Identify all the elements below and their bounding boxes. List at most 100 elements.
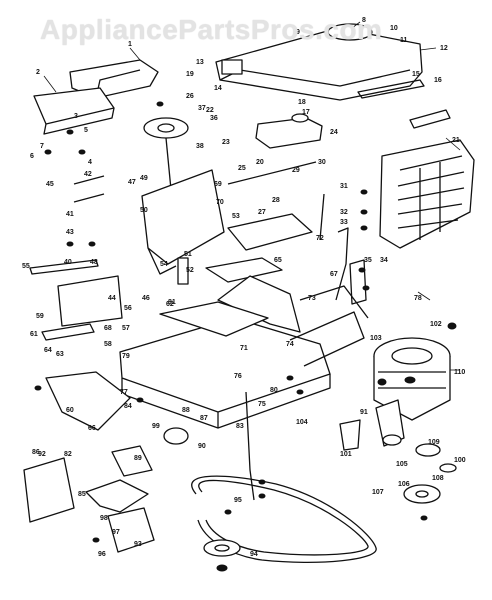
part-label: 101	[340, 451, 352, 458]
part-label: 68	[104, 325, 112, 332]
part-label: 45	[46, 181, 54, 188]
engine-pulleys	[403, 443, 457, 504]
part-label: 38	[196, 143, 204, 150]
part-label: 32	[340, 209, 348, 216]
part-label: 60	[66, 407, 74, 414]
part-label: 106	[398, 481, 410, 488]
part-label: 13	[196, 59, 204, 66]
part-label: 53	[232, 213, 240, 220]
part-label: 76	[234, 373, 242, 380]
part-label: 93	[134, 541, 142, 548]
part-label: 28	[272, 197, 280, 204]
part-label: 103	[370, 335, 382, 342]
rear-brackets	[23, 445, 155, 553]
part-label: 15	[412, 71, 420, 78]
part-label: 20	[256, 159, 264, 166]
part-label: 69	[214, 181, 222, 188]
part-label: 59	[36, 313, 44, 320]
part-label: 75	[258, 401, 266, 408]
part-label: 47	[128, 179, 136, 186]
part-label: 62	[166, 301, 174, 308]
part-label: 40	[64, 259, 72, 266]
part-label: 78	[414, 295, 422, 302]
part-label: 95	[234, 497, 242, 504]
part-label: 4	[88, 159, 92, 166]
brake-assembly	[163, 391, 361, 501]
seat	[33, 59, 159, 135]
part-label: 99	[152, 423, 160, 430]
watermark-text: AppliancePartsPros.com	[40, 14, 383, 45]
part-label: 92	[38, 451, 46, 458]
part-label: 10	[390, 25, 398, 32]
part-label: 97	[112, 529, 120, 536]
part-label: 23	[222, 139, 230, 146]
part-label: 88	[182, 407, 190, 414]
part-label: 63	[56, 351, 64, 358]
part-label: 55	[22, 263, 30, 270]
part-label: 52	[186, 267, 194, 274]
part-label: 19	[186, 71, 194, 78]
part-label: 56	[124, 305, 132, 312]
part-label: 33	[340, 219, 348, 226]
part-label: 35	[364, 257, 372, 264]
part-label: 18	[298, 99, 306, 106]
part-label: 14	[214, 85, 222, 92]
part-label: 102	[430, 321, 442, 328]
part-label: 83	[236, 423, 244, 430]
part-label: 34	[380, 257, 388, 264]
part-label: 30	[318, 159, 326, 166]
part-label: 86	[32, 449, 40, 456]
part-label: 41	[66, 211, 74, 218]
part-label: 74	[286, 341, 294, 348]
part-label: 80	[270, 387, 278, 394]
part-label: 17	[302, 109, 310, 116]
part-label: 77	[120, 389, 128, 396]
part-label: 37	[198, 105, 206, 112]
part-label: 22	[206, 107, 214, 114]
part-label: 66	[88, 425, 96, 432]
part-label: 87	[200, 415, 208, 422]
grille	[379, 109, 475, 249]
part-label: 70	[216, 199, 224, 206]
part-label: 108	[432, 475, 444, 482]
part-label: 3	[74, 113, 78, 120]
muffler	[375, 399, 405, 447]
part-label: 24	[330, 129, 338, 136]
part-label: 91	[360, 409, 368, 416]
part-label: 43	[66, 229, 74, 236]
part-label: 25	[238, 165, 246, 172]
frame	[119, 301, 365, 429]
part-label: 105	[396, 461, 408, 468]
part-label: 84	[124, 403, 132, 410]
hood	[215, 23, 425, 101]
part-label: 98	[100, 515, 108, 522]
part-label: 44	[108, 295, 116, 302]
leader-lines	[43, 21, 461, 371]
part-label: 67	[330, 271, 338, 278]
part-label: 104	[296, 419, 308, 426]
fuel-tank	[255, 113, 323, 149]
part-label: 21	[452, 137, 460, 144]
shift-lever	[299, 227, 369, 319]
part-label: 42	[84, 171, 92, 178]
part-number-callouts: 1 2 3 4 5 6 7 8 9 10 11 12 13 14 15 16 1…	[22, 17, 466, 558]
part-label: 110	[454, 369, 465, 376]
part-label: 94	[250, 551, 258, 558]
part-label: 57	[122, 325, 130, 332]
drive-belt	[191, 475, 377, 563]
part-label: 6	[30, 153, 34, 160]
part-label: 61	[30, 331, 38, 338]
part-label: 31	[340, 183, 348, 190]
part-label: 12	[440, 45, 448, 52]
side-rails	[29, 259, 131, 431]
part-label: 27	[258, 209, 266, 216]
part-label: 54	[160, 261, 168, 268]
part-label: 5	[84, 127, 88, 134]
part-label: 65	[274, 257, 282, 264]
dash-panel	[141, 169, 225, 285]
part-label: 48	[90, 259, 98, 266]
part-label: 58	[104, 341, 112, 348]
part-label: 9	[296, 29, 300, 36]
part-label: 82	[64, 451, 72, 458]
